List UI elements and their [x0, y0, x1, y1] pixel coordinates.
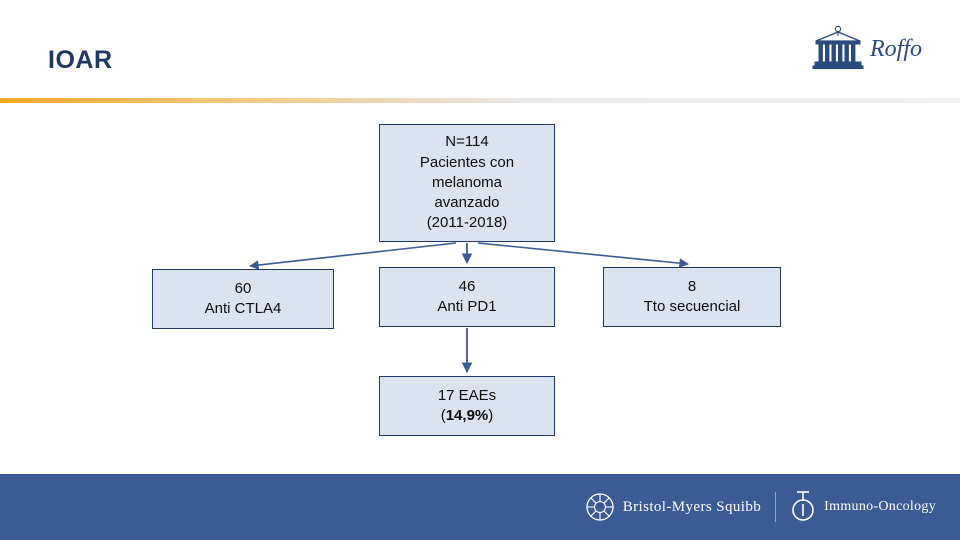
eaes-paren-open: (: [440, 407, 446, 424]
footer-divider: [775, 492, 777, 522]
footer-band: Bristol-Myers Squibb Immuno-Oncology: [0, 474, 960, 540]
cohort-line-3: melanoma: [431, 173, 503, 191]
anti-ctla4-label: Anti CTLA4: [204, 300, 282, 317]
sequential-treatment-node: 8 Tto secuencial: [603, 267, 781, 327]
page-title: IOAR: [48, 46, 113, 74]
bms-logo: Bristol-Myers Squibb: [585, 492, 761, 522]
sequential-count: 8: [687, 277, 697, 295]
immuno-oncology-logo: Immuno-Oncology: [790, 491, 936, 523]
footer-logos: Bristol-Myers Squibb Immuno-Oncology: [585, 491, 936, 523]
bms-emblem-icon: [586, 493, 614, 521]
eaes-node: 17 EAEs (14,9%): [379, 376, 555, 436]
eaes-percentage: (14,9%): [441, 406, 494, 426]
eaes-paren-close: ): [488, 407, 494, 424]
eaes-percentage-value: 14,9%: [445, 407, 489, 424]
roffo-logo: Roffo: [804, 22, 934, 78]
anti-pd1-label: Anti PD1: [437, 298, 497, 315]
anti-pd1-node: 46 Anti PD1: [379, 267, 555, 327]
cohort-line-2: Pacientes con: [419, 153, 515, 171]
anti-pd1-count: 46: [458, 277, 476, 295]
immuno-oncology-icon: [792, 491, 814, 521]
institute-building-icon: Roffo: [812, 25, 922, 70]
bms-label: Bristol-Myers Squibb: [622, 498, 762, 515]
cohort-node: N=114 Pacientes con melanoma avanzado (2…: [379, 124, 555, 242]
sequential-label: Tto secuencial: [643, 298, 741, 315]
cohort-line-1: N=114: [445, 133, 489, 151]
anti-ctla4-node: 60 Anti CTLA4: [152, 269, 334, 329]
cohort-line-4: avanzado: [434, 194, 500, 212]
roffo-wordmark: Roffo: [869, 36, 922, 62]
anti-ctla4-count: 60: [234, 279, 252, 297]
immuno-oncology-label: Immuno-Oncology: [824, 499, 936, 514]
eaes-count: 17 EAEs: [437, 386, 497, 404]
header-divider: [0, 98, 960, 103]
cohort-line-5: (2011-2018): [426, 214, 508, 232]
